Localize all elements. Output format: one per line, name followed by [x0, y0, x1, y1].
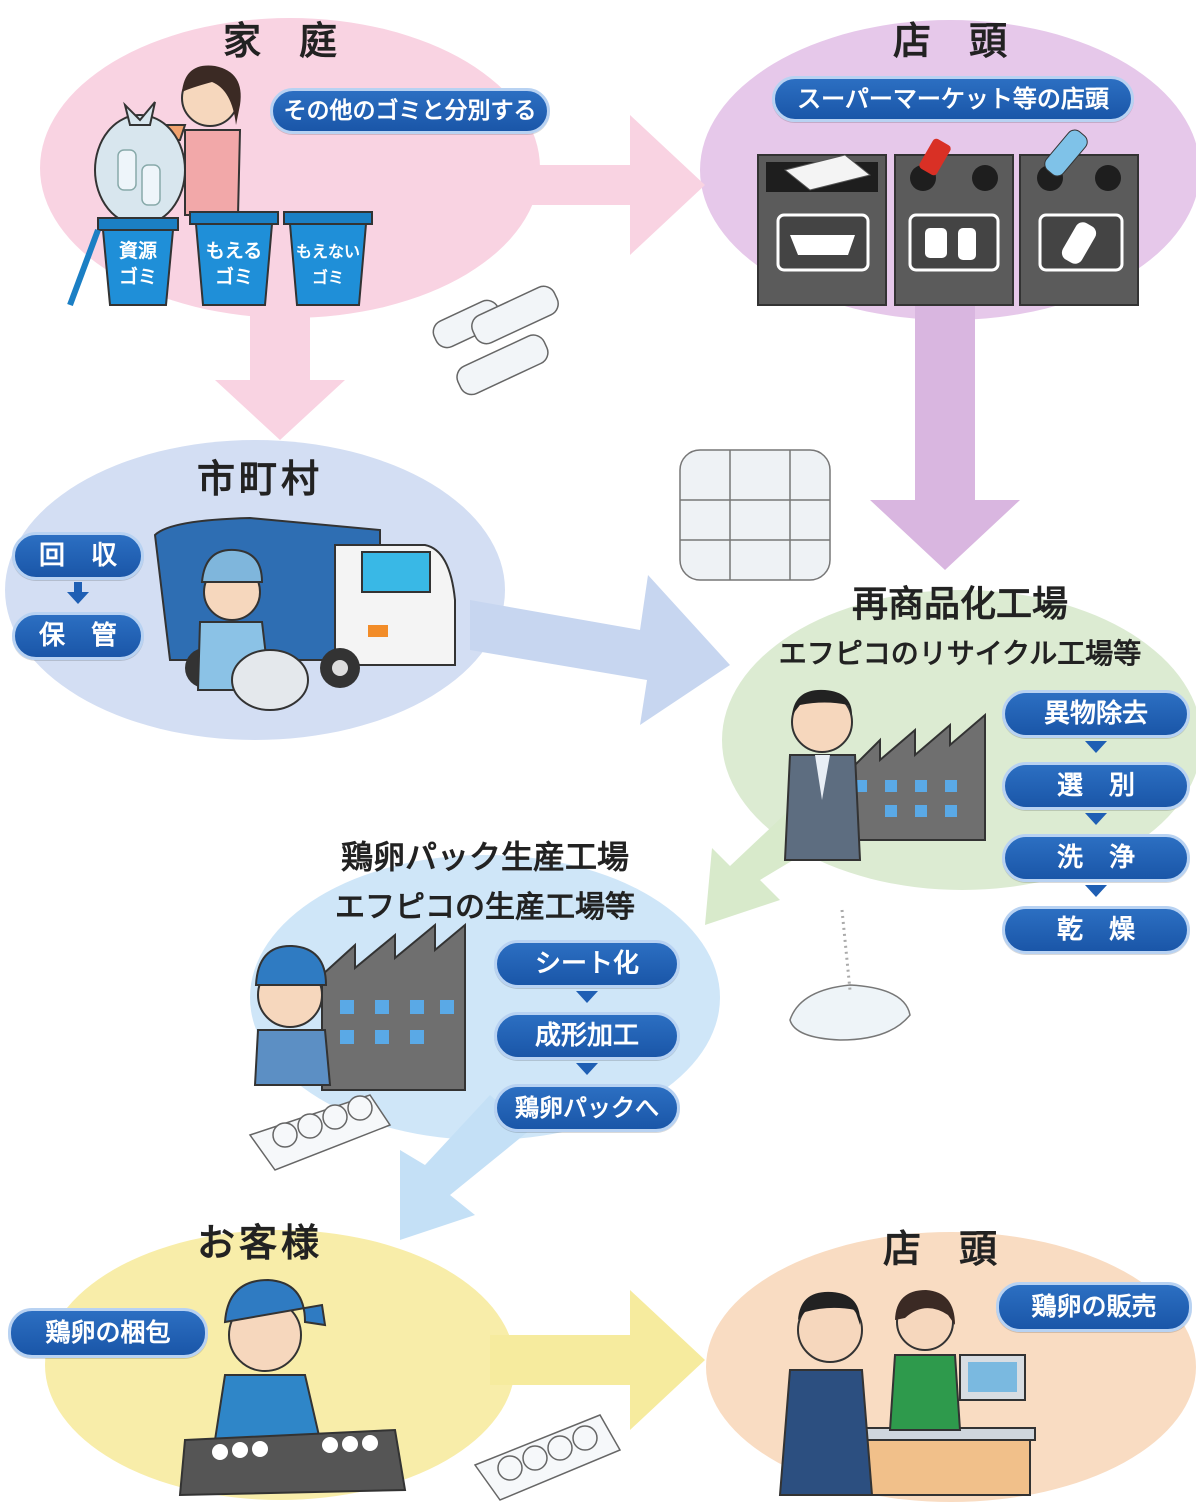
household-pill: その他のゴミと分別する [270, 88, 550, 134]
arrow-egg-to-customer [400, 1095, 530, 1240]
plastic-bottles-icon [432, 285, 559, 396]
store-top-title: 店 頭 [892, 19, 1007, 63]
arrow-municipality-to-recycling [470, 575, 730, 725]
recycling-factory-title: 再商品化工場 [851, 584, 1068, 625]
conveyor-icon [178, 1428, 407, 1497]
arrow-customer-to-store [490, 1290, 705, 1430]
garbage-bag-icon [94, 101, 186, 226]
plastic-pellets-icon [789, 909, 911, 1041]
step-arrow-down-icon [1085, 885, 1107, 897]
recycling-step-remove: 異物除去 [1002, 690, 1190, 738]
collection-box-bottle-icon [1019, 129, 1139, 306]
municipality-step-collect: 回 収 [12, 532, 144, 580]
collection-box-can-icon [894, 138, 1014, 306]
municipality-title: 市町村 [196, 457, 323, 501]
bottle-bale-icon [679, 449, 831, 581]
recycling-step-dry: 乾 燥 [1002, 906, 1190, 954]
factory-building-icon [849, 712, 986, 841]
cashier-icon [888, 1290, 962, 1431]
burnable-bin-icon [189, 211, 279, 306]
step-arrow-down-icon [1085, 741, 1107, 753]
shopper-icon [778, 1291, 874, 1496]
packing-worker-icon [213, 1278, 327, 1441]
egg-carton-icon [248, 1094, 392, 1171]
recycling-factory-subtitle: エフピコのリサイクル工場等 [778, 637, 1142, 670]
egg-factory-building-icon [321, 922, 466, 1091]
arrow-store-to-recycling [870, 300, 1020, 570]
step-arrow-down-icon [67, 592, 89, 604]
bin-label-3: もえないゴミ [296, 242, 360, 287]
step-arrow-down-icon [576, 1063, 598, 1075]
worker-icon [196, 548, 309, 711]
household-title: 家 庭 [222, 19, 337, 63]
non-burnable-bin-icon [283, 211, 373, 306]
customer-title: お客様 [196, 1221, 323, 1265]
store-bottom-title: 店 頭 [882, 1227, 997, 1271]
egg-step-sheet: シート化 [494, 940, 680, 988]
engineer-icon [783, 689, 862, 861]
factory-worker-icon [253, 944, 332, 1086]
store-top-pill: スーパーマーケット等の店頭 [772, 76, 1134, 122]
egg-factory-subtitle: エフピコの生産工場等 [335, 890, 635, 925]
woman-icon [138, 65, 242, 216]
arrow-household-to-store [480, 115, 705, 255]
customer-pill: 鶏卵の梱包 [8, 1308, 208, 1358]
step-arrow-down-icon [576, 991, 598, 1003]
municipality-step-store: 保 管 [12, 612, 144, 660]
recycling-step-sort: 選 別 [1002, 762, 1190, 810]
arrow-household-to-municipality [215, 300, 345, 440]
bin-label-1: 資源ゴミ [119, 239, 157, 288]
egg-factory-title: 鶏卵パック生産工場 [340, 838, 629, 876]
recycle-bin-icon [67, 217, 179, 307]
egg-step-pack: 鶏卵パックへ [494, 1084, 680, 1132]
egg-step-forming: 成形加工 [494, 1012, 680, 1060]
collection-box-tray-icon [757, 154, 887, 306]
recycling-step-wash: 洗 浄 [1002, 834, 1190, 882]
bin-label-2: もえるゴミ [206, 240, 262, 288]
egg-carton-2-icon [473, 1414, 622, 1501]
step-arrow-stem [74, 582, 82, 592]
step-arrow-down-icon [1085, 813, 1107, 825]
store-bottom-pill: 鶏卵の販売 [996, 1282, 1192, 1332]
